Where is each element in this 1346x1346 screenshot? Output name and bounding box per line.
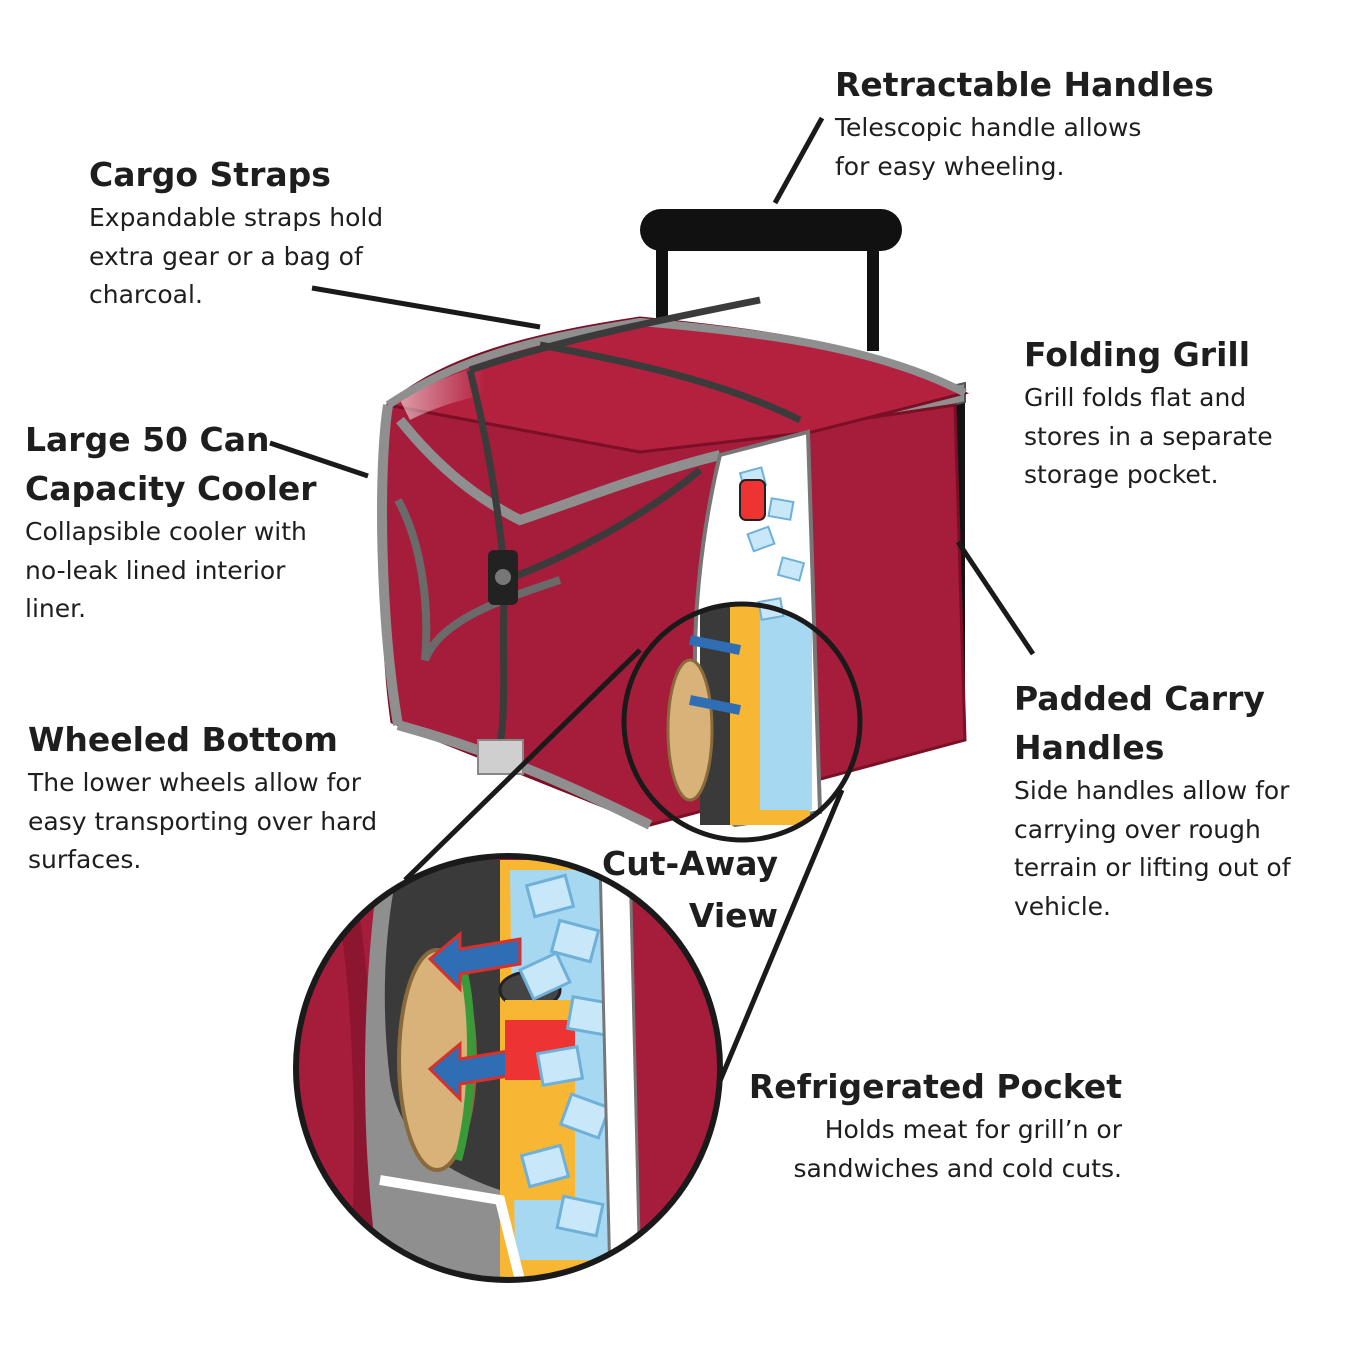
- telescopic-handle-icon: [640, 209, 902, 351]
- callout-title: Cargo Straps: [89, 155, 331, 194]
- ice-cube-icon: [518, 873, 615, 1238]
- callout-title: Padded Carry Handles: [1014, 679, 1265, 767]
- callout-padded-carry-handles: Padded Carry Handles Side handles allow …: [1014, 674, 1291, 926]
- callout-cargo-straps: Cargo Straps Expandable straps hold extr…: [89, 150, 383, 315]
- callout-description: Expandable straps hold extra gear or a b…: [89, 203, 384, 309]
- callout-title: Large 50 Can Capacity Cooler: [25, 420, 317, 508]
- callout-folding-grill: Folding Grill Grill folds flat and store…: [1024, 330, 1273, 495]
- callout-title: Refrigerated Pocket: [748, 1067, 1122, 1106]
- cold-air-arrow-icon: [427, 930, 522, 1103]
- callout-large-cooler: Large 50 Can Capacity Cooler Collapsible…: [25, 415, 317, 629]
- callout-title: Retractable Handles: [835, 65, 1214, 104]
- callout-title: Wheeled Bottom: [28, 720, 338, 759]
- callout-title: Folding Grill: [1024, 335, 1251, 374]
- callout-wheeled-bottom: Wheeled Bottom The lower wheels allow fo…: [28, 715, 377, 880]
- cutaway-view-label: Cut-Away View: [602, 844, 778, 935]
- callout-description: Collapsible cooler with no-leak lined in…: [25, 517, 307, 623]
- callout-description: Telescopic handle allows for easy wheeli…: [835, 113, 1142, 181]
- callout-description: Grill folds flat and stores in a separat…: [1024, 383, 1273, 489]
- callout-refrigerated-pocket: Refrigerated Pocket Holds meat for grill…: [749, 1062, 1122, 1188]
- callout-description: Side handles allow for carrying over rou…: [1014, 776, 1291, 921]
- callout-retractable-handles: Retractable Handles Telescopic handle al…: [835, 60, 1214, 186]
- callout-description: Holds meat for grill’n or sandwiches and…: [793, 1115, 1122, 1183]
- callout-description: The lower wheels allow for easy transpor…: [28, 768, 378, 874]
